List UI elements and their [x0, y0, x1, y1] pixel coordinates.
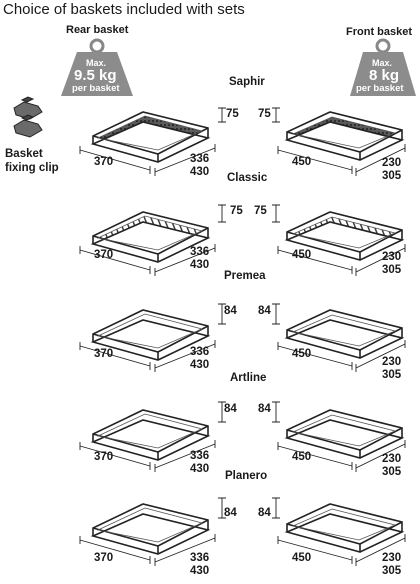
rear-height: 84 [224, 507, 237, 519]
front-height: 75 [258, 108, 271, 120]
rear-depth-2: 430 [190, 565, 210, 577]
front-basket-label: Front basket [346, 26, 413, 38]
rear-max-label: Max. [86, 58, 107, 68]
classic-rear-basket [92, 211, 209, 263]
row-title: Premea [224, 270, 266, 282]
front-depth-1: 230 [382, 552, 402, 564]
rear-depth: 336 430 [190, 346, 209, 372]
saphir-front-basket [286, 111, 403, 161]
front-depth-2: 305 [382, 369, 402, 381]
rear-weight-icon [61, 38, 133, 96]
front-depth: 230 305 [382, 356, 401, 382]
fixing-clip-label: Basket fixing clip [5, 147, 59, 175]
front-height: 84 [258, 305, 271, 317]
classic-front-basket [286, 211, 403, 261]
rear-depth-1: 336 [190, 346, 210, 358]
row-title: Saphir [229, 76, 265, 88]
front-weight-icon [350, 38, 416, 96]
front-width: 450 [292, 348, 312, 360]
front-depth-2: 305 [382, 466, 402, 478]
rear-depth: 336 430 [190, 246, 209, 272]
rear-per-basket: per basket [72, 83, 120, 94]
page-title: Choice of baskets included with sets [3, 1, 245, 18]
rear-width: 370 [94, 249, 114, 261]
fixing-clip-icon [13, 96, 43, 138]
rear-depth-2: 430 [190, 463, 210, 475]
front-per-basket: per basket [356, 83, 404, 94]
rear-height: 84 [224, 305, 237, 317]
rear-depth-1: 336 [190, 552, 210, 564]
front-depth-1: 230 [382, 157, 402, 169]
front-depth-1: 230 [382, 251, 402, 263]
front-depth-2: 305 [382, 565, 402, 577]
dimension-lines [79, 107, 406, 566]
front-width: 450 [292, 451, 312, 463]
front-width: 450 [292, 552, 312, 564]
front-depth-2: 305 [382, 170, 402, 182]
front-depth: 230 305 [382, 552, 401, 578]
front-depth-2: 305 [382, 264, 402, 276]
rear-depth-2: 430 [190, 259, 210, 271]
rear-depth-2: 430 [190, 359, 210, 371]
rear-width: 370 [94, 552, 114, 564]
rear-depth-1: 336 [190, 153, 210, 165]
front-height: 84 [258, 403, 271, 415]
front-width: 450 [292, 249, 312, 261]
front-max-label: Max. [372, 58, 393, 68]
rear-depth-1: 336 [190, 450, 210, 462]
planero-rear-basket [92, 503, 209, 555]
front-height: 75 [254, 205, 267, 217]
row-title: Artline [230, 372, 267, 384]
front-depth-1: 230 [382, 453, 402, 465]
rear-height: 75 [230, 205, 243, 217]
clip-line-1: Basket [5, 148, 43, 160]
front-depth: 230 305 [382, 157, 401, 183]
rear-width: 370 [94, 451, 114, 463]
rear-height: 84 [224, 403, 237, 415]
rear-depth: 336 430 [190, 552, 209, 578]
rear-depth-2: 430 [190, 166, 210, 178]
front-depth: 230 305 [382, 251, 401, 277]
row-title: Classic [227, 172, 268, 184]
saphir-rear-basket [92, 111, 209, 163]
front-height: 84 [258, 507, 271, 519]
rear-width: 370 [94, 348, 114, 360]
front-load-value: 8 kg [369, 67, 400, 84]
front-depth: 230 305 [382, 453, 401, 479]
rear-depth: 336 430 [190, 153, 209, 179]
front-depth-1: 230 [382, 356, 402, 368]
rear-basket-label: Rear basket [66, 24, 129, 36]
rear-width: 370 [94, 156, 114, 168]
rear-height: 75 [226, 108, 239, 120]
rear-load-value: 9.5 kg [74, 67, 117, 84]
row-title: Planero [225, 470, 268, 482]
clip-line-2: fixing clip [5, 162, 59, 174]
planero-front-basket [286, 503, 403, 553]
front-width: 450 [292, 156, 312, 168]
rear-depth: 336 430 [190, 450, 209, 476]
rear-depth-1: 336 [190, 246, 210, 258]
